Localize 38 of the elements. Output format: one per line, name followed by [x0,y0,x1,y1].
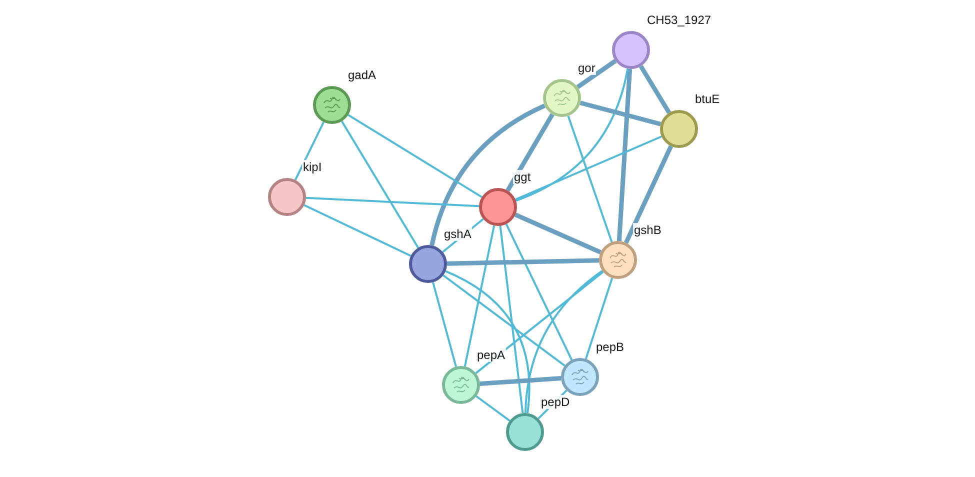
interaction-line [516,68,629,202]
protein-name: btuE [694,92,721,106]
protein-name: pepD [540,395,571,409]
interaction-line [464,225,496,367]
protein-name: pepA [476,348,506,362]
interaction-line [480,376,562,386]
protein-name: kipI [302,160,323,174]
interaction-line [475,271,604,374]
protein-name: gadA [347,68,378,82]
protein-name: pepB [595,340,626,354]
interaction-line [446,258,600,266]
interaction-line [616,68,632,242]
interaction-line [505,224,573,360]
interaction-line [430,104,546,246]
interaction-line [442,274,566,366]
interaction-line [499,226,524,414]
interaction-line [348,114,482,198]
interaction-line [515,136,662,200]
interaction-line [506,113,554,192]
interaction-line [524,270,603,414]
interaction-line [584,278,614,360]
interaction-line [514,212,602,254]
interaction-line [306,196,480,208]
interaction-line [624,145,674,244]
interaction-line [580,100,662,126]
protein-name: gshA [443,227,472,241]
protein-name: gshB [633,223,662,237]
interaction-line [638,65,672,114]
interaction-line [445,270,530,414]
interaction-line [576,59,617,89]
protein-name: CH53_1927 [646,13,712,27]
interaction-line [567,116,613,242]
interaction-line [340,120,420,248]
protein-name: ggt [513,170,532,184]
interaction-line [304,204,412,257]
interaction-line [432,282,457,367]
interaction-line [476,395,510,422]
interaction-line [294,122,325,180]
